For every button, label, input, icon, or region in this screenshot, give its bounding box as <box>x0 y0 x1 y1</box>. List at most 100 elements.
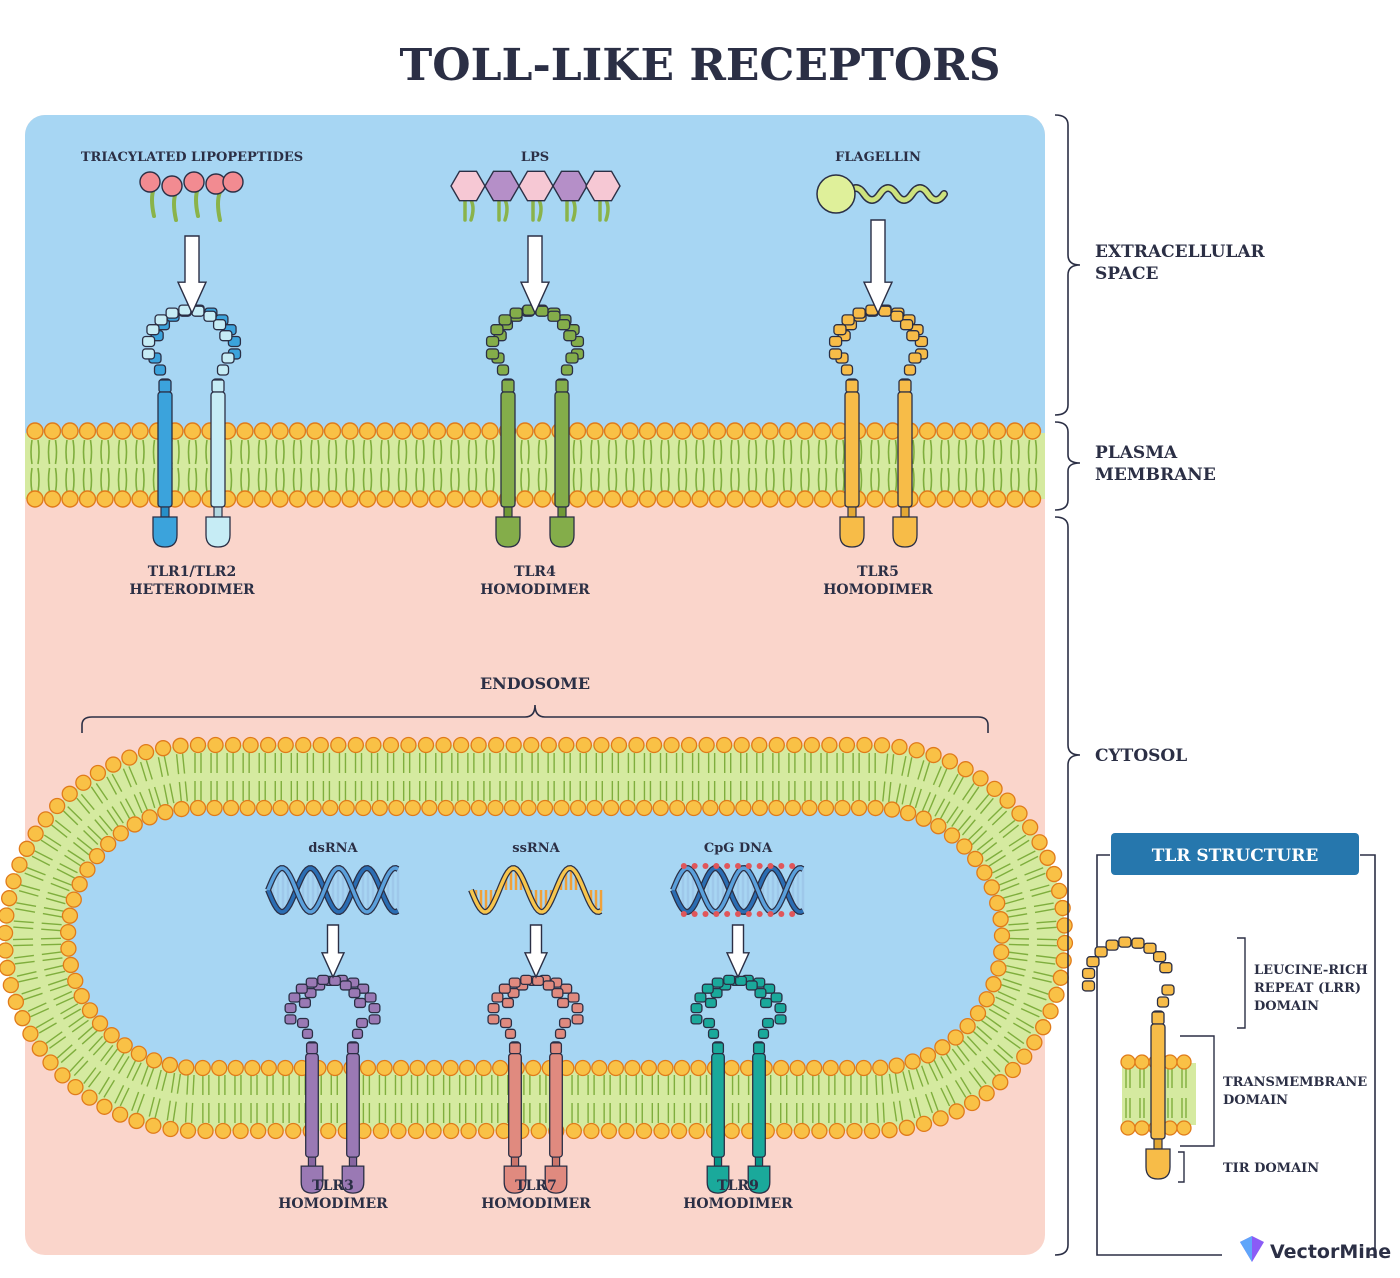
lipid-head <box>863 1122 881 1140</box>
lipid-head <box>67 972 84 990</box>
lipid-head <box>947 1029 964 1046</box>
ssrna-strand <box>468 865 603 916</box>
receptor-label-tlr5-name: TLR5 <box>857 564 899 580</box>
lipid-tail <box>69 1035 108 1077</box>
lipid-head <box>162 1120 179 1138</box>
lipid-head <box>1004 1061 1021 1079</box>
lipid-tail <box>870 439 880 493</box>
lipid-tail <box>844 1075 852 1123</box>
lrr-segment <box>284 1014 297 1025</box>
lipid-head <box>856 736 873 754</box>
lipid-head <box>1031 834 1048 851</box>
lipid-head <box>207 736 224 754</box>
lipid-head <box>873 737 891 754</box>
watermark-text: VectorMine <box>596 15 762 45</box>
lipid-head <box>359 1059 377 1077</box>
lipid-tail <box>31 850 78 879</box>
lipid-tail <box>531 753 539 801</box>
lipid-tail <box>90 783 124 827</box>
lipid-head <box>1016 1048 1033 1065</box>
lipid-head <box>899 804 917 822</box>
lipid-tail <box>435 753 443 801</box>
lipid-head <box>411 422 429 440</box>
lipid-tail <box>13 951 63 965</box>
lipid-tail <box>378 1075 387 1123</box>
methyl-dot <box>745 863 752 869</box>
lrr-segment <box>1105 939 1119 951</box>
lipid-head <box>888 1057 905 1074</box>
lipid-head <box>1022 819 1039 836</box>
methyl-dot <box>778 911 785 917</box>
lipid-head <box>503 799 521 817</box>
lipid-tail <box>756 753 764 801</box>
lipid-head <box>103 1027 120 1044</box>
methyl-dot <box>691 911 698 917</box>
lipid-head <box>393 490 412 508</box>
lipid-tail <box>571 1075 579 1123</box>
methyl-dot <box>713 863 720 869</box>
lipid-head <box>656 490 674 508</box>
lipid-head <box>691 422 709 440</box>
lipid-head <box>242 736 259 754</box>
watermark-text: VectorMine <box>1136 229 1302 259</box>
watermark-diamond-icon <box>1375 548 1395 575</box>
lrr-segment <box>704 997 717 1009</box>
transmembrane-domain <box>500 391 516 508</box>
lrr-segment <box>563 330 577 342</box>
lipid-tail <box>240 439 250 493</box>
lipid-head <box>1006 422 1024 440</box>
lipid-head <box>708 490 727 508</box>
arrow-down-icon <box>862 219 894 315</box>
lipid-tail <box>563 753 571 801</box>
lipid-head <box>872 1059 889 1076</box>
lipid-tail <box>13 920 62 932</box>
receptor-label-tlr5-type: HOMODIMER <box>823 582 933 598</box>
lipid-tail <box>579 753 587 801</box>
lipid-tail <box>619 1075 627 1123</box>
lipid-tail <box>258 753 266 801</box>
lrr-segment <box>547 310 561 322</box>
lipid-head <box>603 422 622 440</box>
tir-domain <box>495 516 521 548</box>
lipid-head <box>972 770 989 787</box>
stem-cap <box>549 1042 563 1055</box>
lrr-segment <box>690 1014 703 1025</box>
lipid-head <box>993 943 1010 961</box>
tlr7-monomer-left <box>499 974 584 1194</box>
lipid-tail <box>780 1075 788 1123</box>
lipid-tail <box>603 1075 611 1123</box>
lrr-segment <box>368 1002 381 1014</box>
lipid-head <box>183 422 202 440</box>
lipid-head <box>61 490 79 508</box>
lipid-tail <box>83 1044 119 1088</box>
lipid-head <box>806 1059 823 1077</box>
lipid-tail <box>65 439 75 493</box>
lipid-head <box>71 876 88 893</box>
lipid-tail <box>338 753 347 801</box>
lipid-tail <box>114 1059 142 1107</box>
lipid-tail <box>788 753 796 801</box>
lrr-segment <box>1143 942 1157 954</box>
lipid-head <box>575 736 593 754</box>
lrr-segment <box>219 330 233 342</box>
transmembrane-domain <box>346 1052 360 1158</box>
lipid-tail <box>397 439 408 493</box>
lipid-head <box>454 799 471 817</box>
lrr-segment <box>757 1028 770 1039</box>
extracellular-label-line1: EXTRACELLULAR <box>1095 242 1266 262</box>
lipid-head <box>322 799 339 817</box>
lipid-tail <box>485 439 495 493</box>
lipid-tail <box>106 773 136 820</box>
lipid-head <box>702 799 719 817</box>
lps-sugar-hexagon <box>552 170 588 202</box>
lipid-head <box>619 799 636 817</box>
lipid-head <box>586 799 603 817</box>
peptide-bead <box>139 171 161 193</box>
lipid-tail <box>625 439 635 493</box>
lrr-segment <box>165 307 179 319</box>
lipid-tail <box>250 1075 258 1123</box>
lipid-head <box>365 736 382 754</box>
tir-domain <box>152 516 178 548</box>
lipid-head <box>1039 849 1056 866</box>
lipid-head <box>850 799 868 817</box>
